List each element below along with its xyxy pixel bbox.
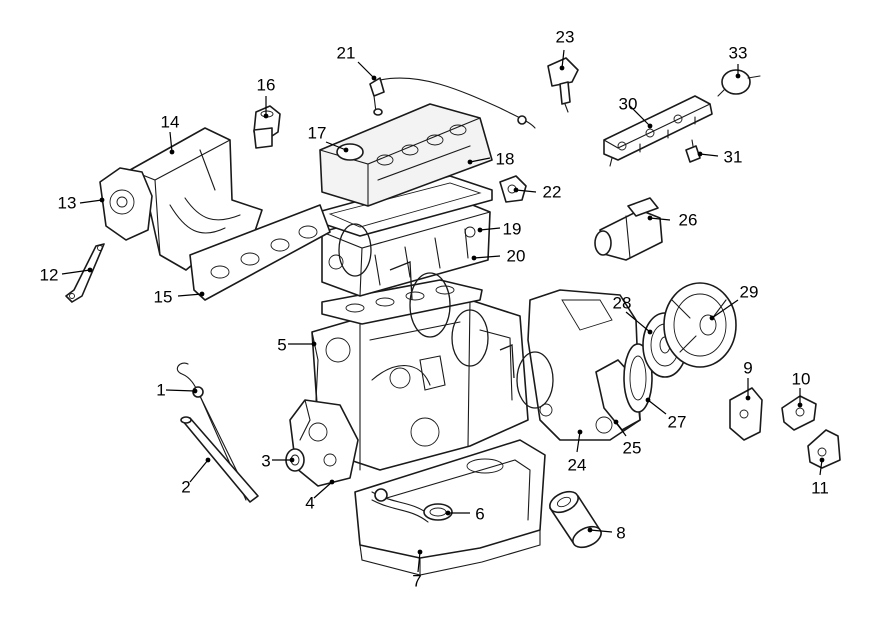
flywheel: [623, 343, 653, 413]
thermostat-housing: [499, 175, 527, 203]
oil-pan: [354, 439, 546, 576]
callout-25: 25: [622, 438, 642, 458]
fuel-rail: [603, 95, 713, 167]
throttle-body: [99, 167, 153, 241]
watermark-outline: [338, 223, 554, 409]
oil-filter: [549, 490, 602, 549]
callout-13: 13: [57, 193, 77, 213]
callout-19: 19: [502, 219, 522, 239]
starter-motor: [594, 197, 663, 261]
callout-4: 4: [305, 493, 315, 513]
dipstick-tube: [180, 416, 259, 503]
callout-7: 7: [412, 571, 422, 591]
callout-31: 31: [723, 147, 743, 167]
callout-20: 20: [506, 246, 526, 266]
callout-1: 1: [156, 380, 166, 400]
pressure-plate: [663, 282, 737, 368]
callout-2: 2: [181, 477, 191, 497]
callout-24: 24: [567, 455, 587, 475]
callout-33: 33: [728, 43, 748, 63]
callout-3: 3: [261, 451, 271, 471]
callout-22: 22: [542, 182, 562, 202]
callout-12: 12: [39, 265, 59, 285]
callout-11: 11: [811, 478, 829, 498]
callout-26: 26: [678, 210, 698, 230]
manifold-bracket: [65, 243, 105, 303]
leader-lines: [61, 49, 825, 573]
callout-10: 10: [791, 369, 811, 389]
callout-30: 30: [618, 94, 638, 114]
valve-cover: [319, 103, 493, 207]
oil-pickup-tube: [371, 488, 453, 523]
callout-16: 16: [256, 75, 276, 95]
sensor-with-lead: [369, 77, 536, 129]
callout-17: 17: [307, 123, 327, 143]
callout-29: 29: [739, 282, 759, 302]
manifold-gasket: [189, 204, 331, 301]
callout-15: 15: [153, 287, 173, 307]
callout-21: 21: [336, 43, 356, 63]
callout-18: 18: [495, 149, 515, 169]
engine-mount-10: [781, 395, 817, 431]
callout-23: 23: [555, 27, 575, 47]
intake-manifold: [129, 127, 263, 271]
egr-valve: [253, 105, 281, 149]
callout-8: 8: [616, 523, 626, 543]
head-gasket: [321, 279, 483, 325]
engine-block: [311, 299, 529, 471]
callout-6: 6: [475, 504, 485, 524]
callout-14: 14: [160, 112, 180, 132]
fuel-pressure-regulator: [717, 69, 761, 97]
small-sensor: [685, 139, 701, 163]
callout-27: 27: [667, 412, 687, 432]
timing-cover: [289, 399, 359, 487]
callout-9: 9: [743, 358, 753, 378]
ignition-coil: [547, 57, 579, 113]
callout-5: 5: [277, 335, 287, 355]
engine-mount-9: [729, 387, 763, 441]
callout-28: 28: [612, 293, 632, 313]
engine-mount-11: [807, 429, 841, 469]
